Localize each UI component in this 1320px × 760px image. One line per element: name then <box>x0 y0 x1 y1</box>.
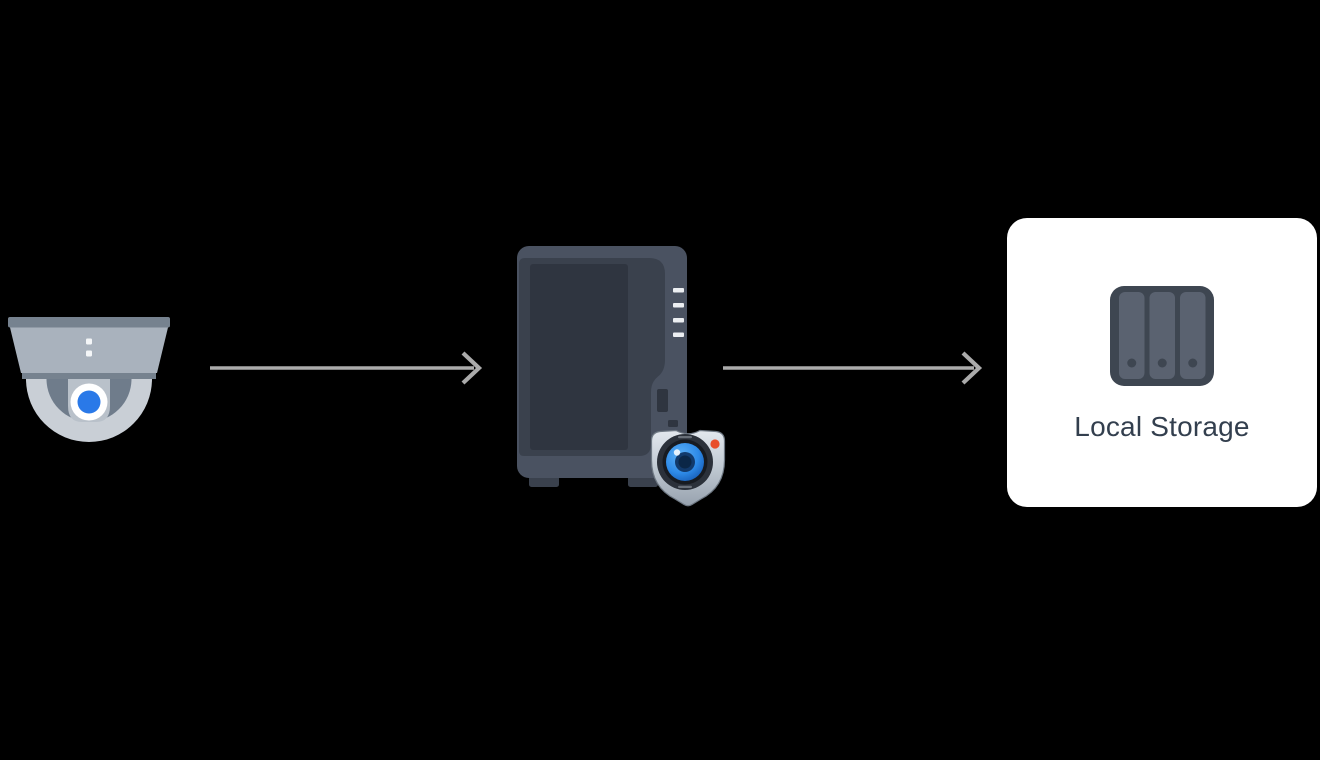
camera-vent-dot <box>86 350 92 357</box>
lens-highlight <box>673 449 681 456</box>
camera-under-strip <box>22 372 156 379</box>
drive-bay-dot <box>1188 358 1198 368</box>
local-storage-card: Local Storage <box>1007 218 1317 507</box>
dome-camera-icon <box>8 317 170 442</box>
drive-bay <box>1119 292 1145 380</box>
storage-drives-icon <box>1110 286 1214 387</box>
nas-power-button <box>657 389 668 412</box>
nas-led-indicators <box>673 288 684 337</box>
record-led <box>710 439 720 449</box>
camera-mount-bar <box>8 317 170 328</box>
nas-server-icon <box>517 246 687 487</box>
surveillance-shield-icon <box>650 429 726 507</box>
drive-bay <box>1180 292 1206 380</box>
arrow-right-icon <box>210 351 483 385</box>
nas-usb-port <box>668 420 678 427</box>
nas-foot <box>529 476 559 487</box>
nas-led <box>673 318 684 323</box>
camera-body <box>10 327 168 373</box>
nas-led <box>673 332 684 337</box>
badge-lens-pupil-core <box>678 455 692 469</box>
drive-bay <box>1149 292 1175 380</box>
lens-marking <box>678 436 692 439</box>
drive-bay-dot <box>1127 358 1137 368</box>
nas-foot <box>628 476 658 487</box>
arrow-right-icon <box>723 351 983 385</box>
lens-marking <box>678 485 692 488</box>
nas-front-door <box>530 264 628 450</box>
nas-led <box>673 303 684 308</box>
camera-lens <box>77 390 101 414</box>
local-storage-label: Local Storage <box>1074 411 1250 443</box>
nas-led <box>673 288 684 293</box>
drive-bay-dot <box>1157 358 1167 368</box>
camera-vent-dot <box>86 338 92 345</box>
